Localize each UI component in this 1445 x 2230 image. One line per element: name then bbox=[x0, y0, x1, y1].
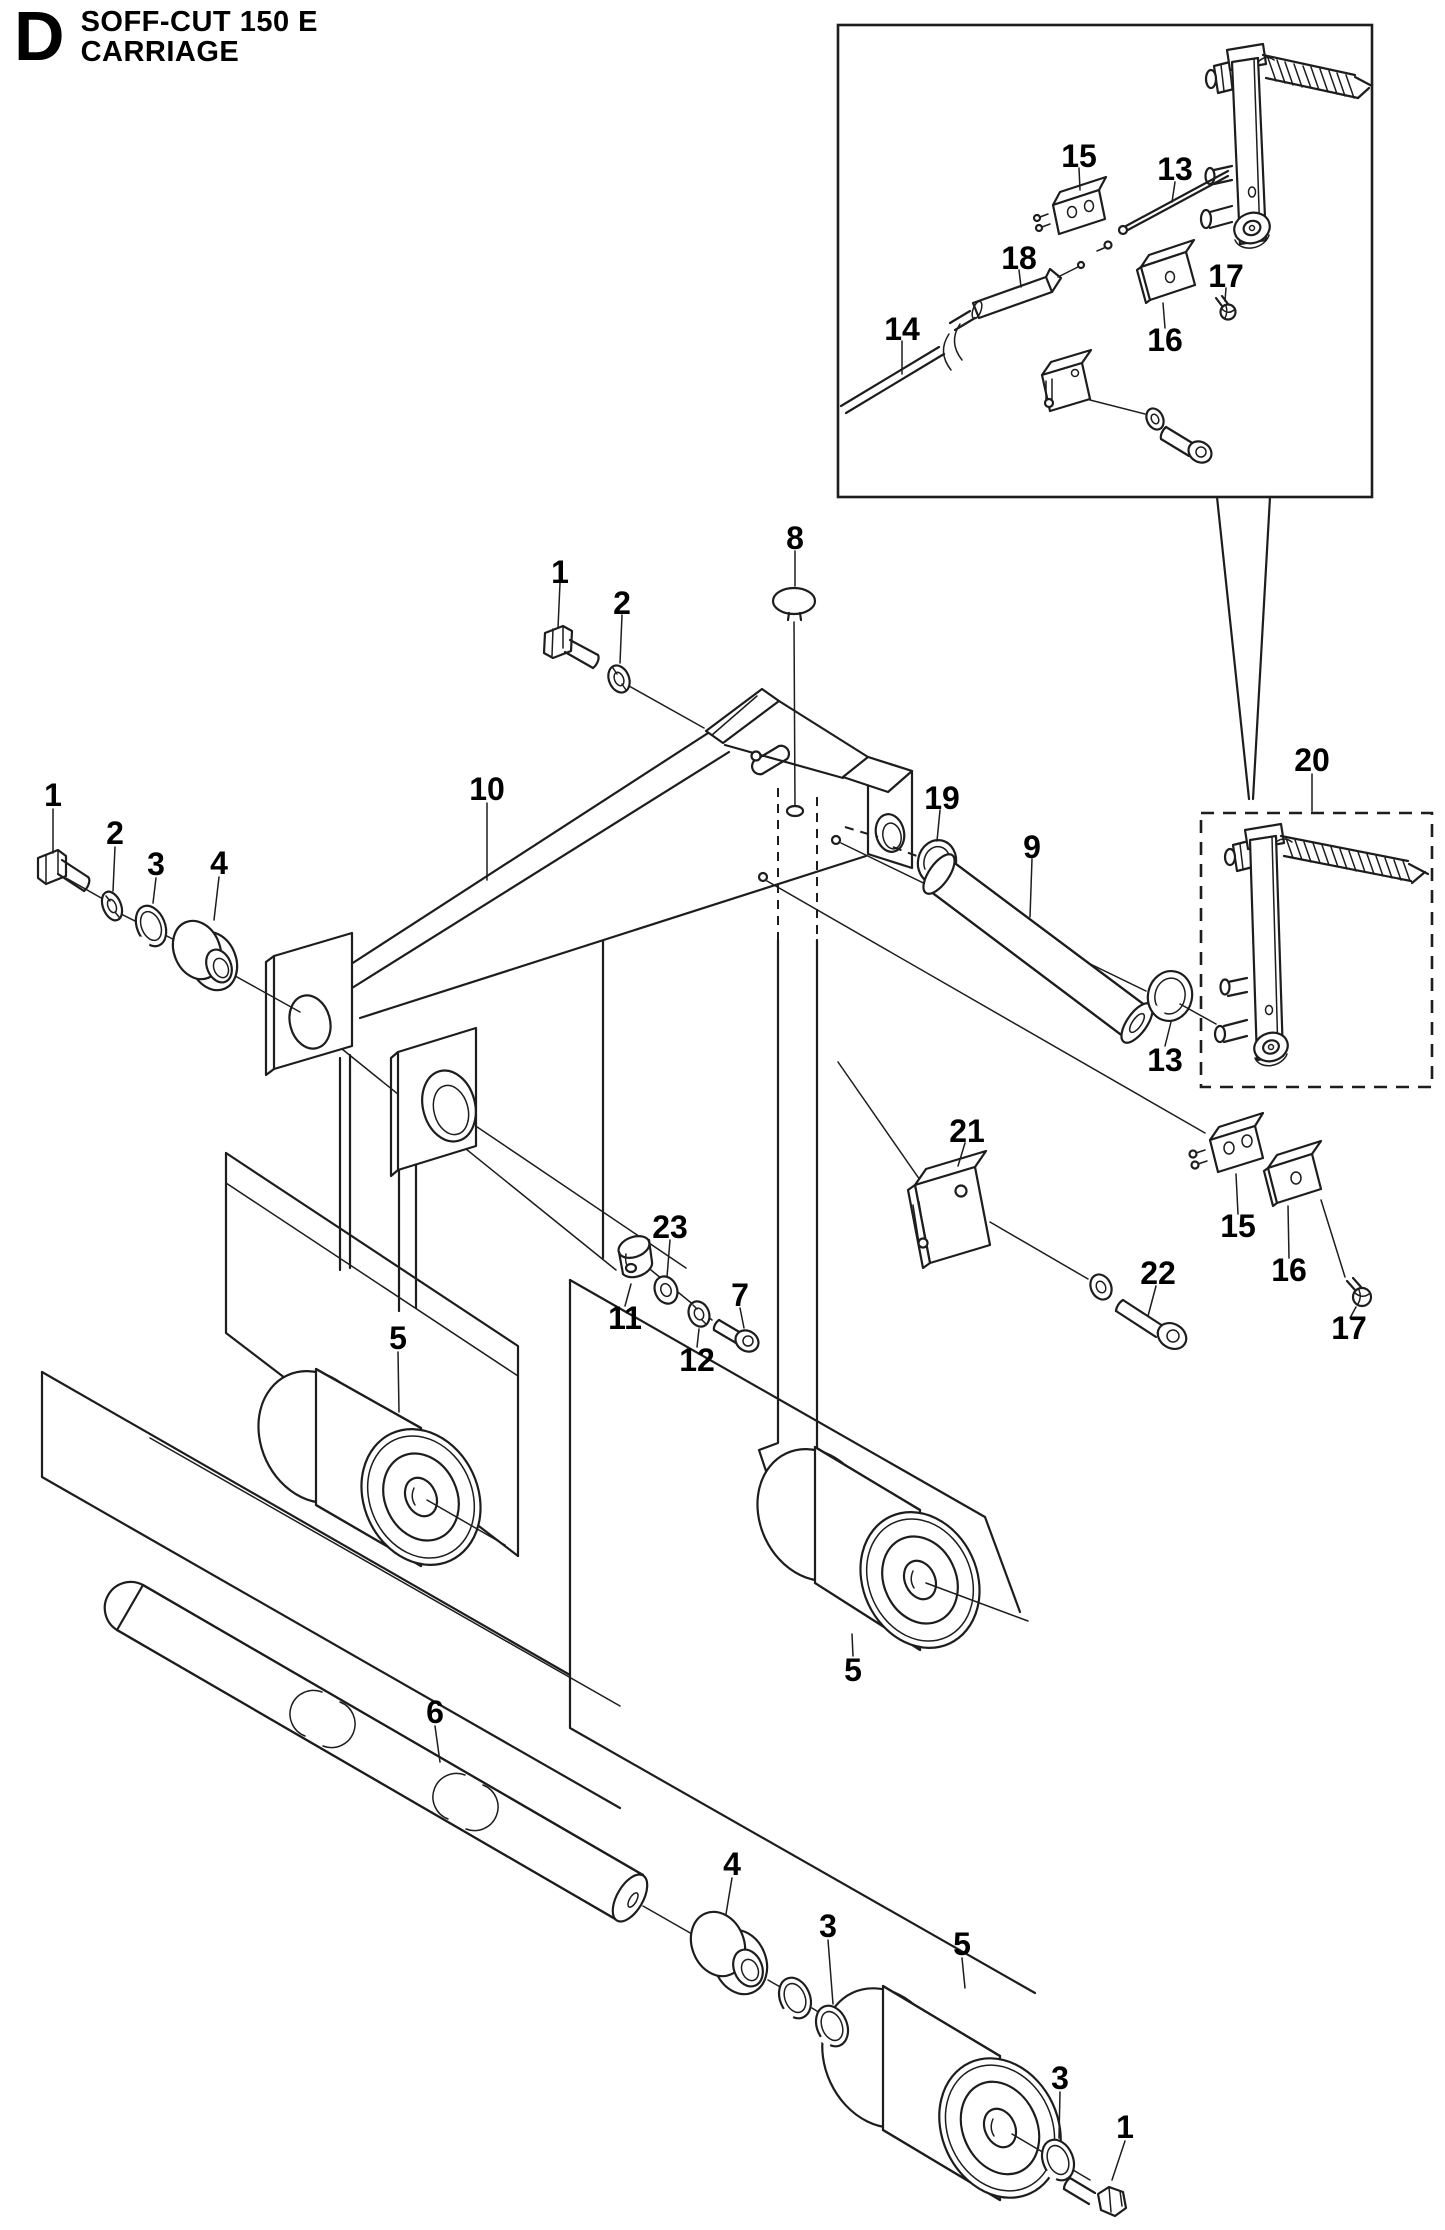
carriage-frame bbox=[264, 687, 923, 1488]
part-label-5: 5 bbox=[389, 1320, 407, 1356]
doc-subtitle: CARRIAGE bbox=[80, 36, 240, 68]
part-label-15: 15 bbox=[1061, 138, 1097, 174]
part-label-6: 6 bbox=[426, 1694, 444, 1730]
retaining-ring bbox=[777, 1976, 813, 2020]
part-label-2: 2 bbox=[106, 815, 124, 851]
part-label-12: 12 bbox=[679, 1342, 715, 1378]
label-leaders bbox=[52, 167, 1357, 2181]
top-bolt-group bbox=[542, 624, 705, 729]
part-label-23: 23 bbox=[652, 1209, 688, 1245]
socket-bolt-22 bbox=[1114, 1298, 1188, 1351]
left-bolt-group bbox=[36, 848, 301, 1013]
lock-washer-22 bbox=[989, 1221, 1113, 1301]
part-label-8: 8 bbox=[786, 520, 804, 556]
part-label-1: 1 bbox=[551, 554, 569, 590]
retaining-ring-3 bbox=[134, 904, 168, 948]
washer-2 bbox=[607, 664, 631, 694]
retaining-ring-3 bbox=[814, 2004, 850, 2048]
plug-cap-8 bbox=[771, 586, 817, 807]
part-label-2: 2 bbox=[613, 585, 631, 621]
bearing-ring-13 bbox=[1146, 970, 1217, 1025]
part-label-16: 16 bbox=[1271, 1252, 1307, 1288]
part-label-5: 5 bbox=[953, 1926, 971, 1962]
frame-panels bbox=[40, 1151, 1037, 1995]
screw-17-inset bbox=[1214, 294, 1237, 321]
cable-clamp-15-main bbox=[1188, 1111, 1265, 1174]
clamp-block-inset bbox=[1040, 348, 1213, 464]
roller-left bbox=[257, 1367, 506, 1568]
screw-17-main bbox=[1345, 1276, 1373, 1308]
bottom-axle-group bbox=[642, 1905, 1128, 2218]
part-label-16: 16 bbox=[1147, 322, 1183, 358]
part-label-1: 1 bbox=[44, 777, 62, 813]
hex-bolt-1 bbox=[1062, 2176, 1097, 2206]
part-label-10: 10 bbox=[469, 771, 505, 807]
clamp-plate-16-main bbox=[1262, 1139, 1346, 1278]
part-label-13: 13 bbox=[1157, 151, 1193, 187]
roller-bottom bbox=[821, 1984, 1091, 2202]
hex-bolt-1-head bbox=[542, 624, 574, 660]
section-letter: D bbox=[14, 0, 65, 75]
part-label-15: 15 bbox=[1220, 1208, 1256, 1244]
doc-title-block: SOFF-CUT 150 E CARRIAGE bbox=[81, 4, 318, 67]
callout-pointer bbox=[1215, 495, 1272, 801]
part-label-7: 7 bbox=[731, 1277, 749, 1313]
cable-14-18 bbox=[839, 260, 1086, 415]
part-label-5: 5 bbox=[844, 1652, 862, 1688]
inset-detail-box bbox=[836, 23, 1374, 499]
washer-23 bbox=[653, 1275, 679, 1305]
roller-right bbox=[756, 1445, 1029, 1652]
part-label-4: 4 bbox=[210, 845, 228, 881]
part-label-21: 21 bbox=[949, 1113, 985, 1149]
retaining-ring-3 bbox=[1040, 2138, 1076, 2182]
part-label-9: 9 bbox=[1023, 829, 1041, 865]
pivot-tube-9 bbox=[922, 853, 1154, 1044]
part-label-3: 3 bbox=[819, 1908, 837, 1944]
part-label-18: 18 bbox=[1001, 240, 1037, 276]
clamp-block-21 bbox=[906, 1149, 992, 1270]
title-block: D SOFF-CUT 150 E CARRIAGE bbox=[14, 0, 318, 75]
part-label-20: 20 bbox=[1294, 742, 1330, 778]
hex-bolt-1-head bbox=[36, 848, 68, 886]
part-label-11: 11 bbox=[608, 1300, 642, 1336]
spring-lever-assembly-small bbox=[1213, 822, 1430, 1067]
part-label-1: 1 bbox=[1116, 2109, 1134, 2145]
doc-title: SOFF-CUT 150 E bbox=[80, 6, 318, 38]
lock-washer-12 bbox=[687, 1300, 711, 1328]
rod-13-inset bbox=[1096, 169, 1230, 252]
socket-screw-7 bbox=[712, 1318, 760, 1353]
spring-lever-assembly-large bbox=[1199, 42, 1374, 249]
clamp-plate-16-inset bbox=[1135, 238, 1197, 305]
callout-box-20 bbox=[1199, 495, 1434, 1089]
part-label-22: 22 bbox=[1140, 1255, 1176, 1291]
part-label-19: 19 bbox=[924, 780, 960, 816]
part-label-17: 17 bbox=[1331, 1310, 1367, 1346]
washer-2 bbox=[100, 890, 124, 922]
part-label-17: 17 bbox=[1208, 258, 1244, 294]
part-label-13: 13 bbox=[1147, 1042, 1183, 1078]
part-label-4: 4 bbox=[723, 1846, 741, 1882]
part-label-14: 14 bbox=[884, 311, 920, 347]
cable-clamp-15-inset bbox=[1032, 175, 1108, 236]
part-label-3: 3 bbox=[1051, 2060, 1069, 2096]
axle-rod-6 bbox=[103, 1580, 649, 1923]
part-label-3: 3 bbox=[147, 846, 165, 882]
